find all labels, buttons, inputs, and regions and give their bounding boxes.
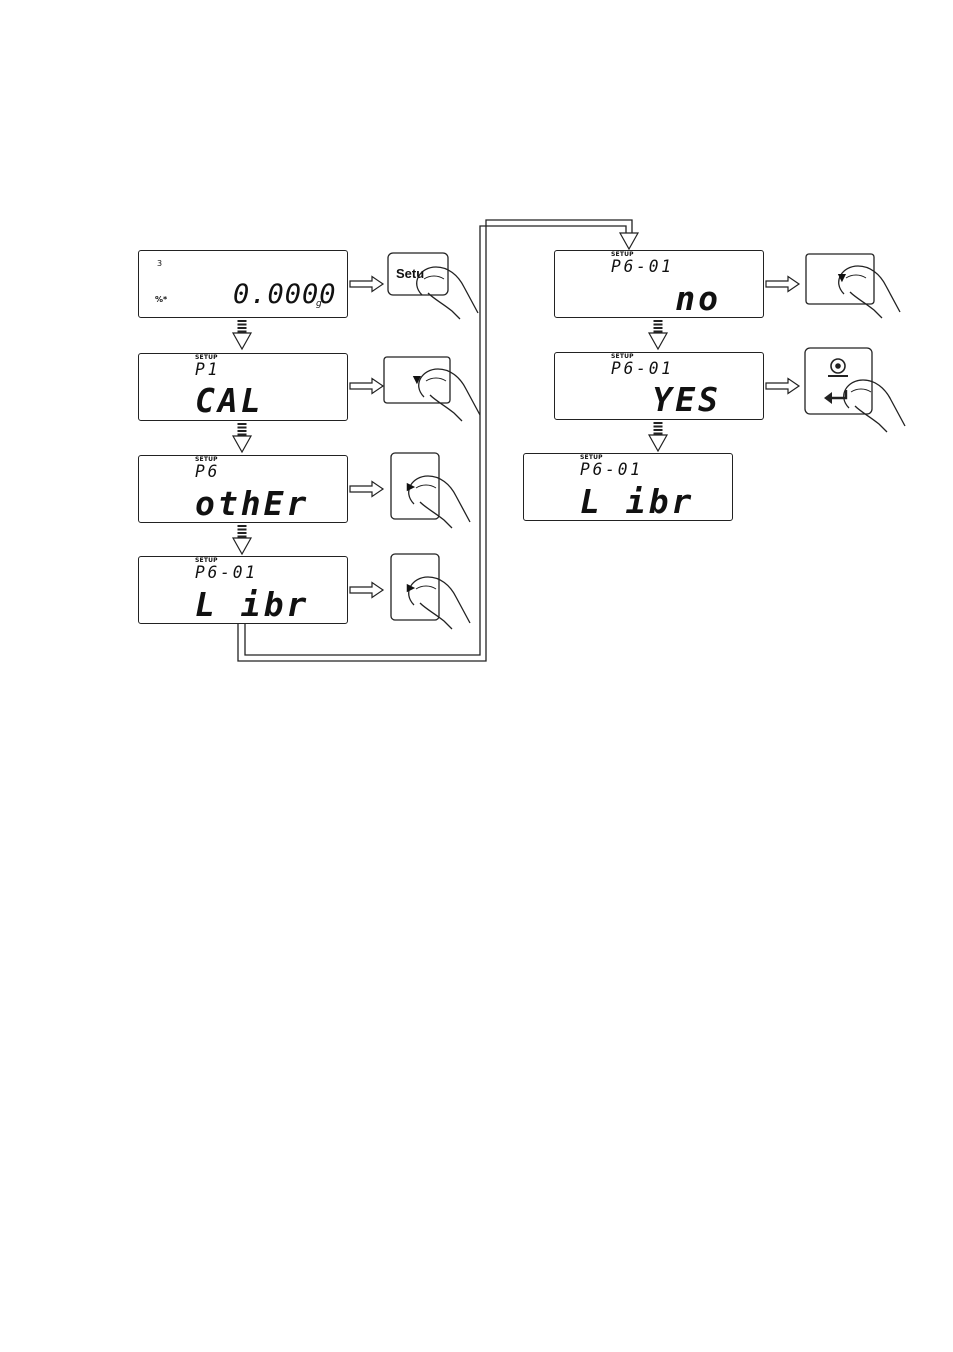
down-arrow-icon: ▼: [410, 371, 424, 387]
right-arrow-icon: ►: [404, 579, 418, 595]
down-arrow-1: [233, 320, 251, 349]
display-libr-b: SETUP P6-01 L ibr: [523, 453, 733, 521]
home-icon-small-label: 3: [157, 259, 162, 268]
down-key-1: [384, 357, 480, 421]
right-arrow-6: [766, 379, 799, 394]
display-no: SETUP P6-01 no: [554, 250, 764, 318]
right-arrow-1: [350, 277, 383, 292]
down-key-2: [806, 254, 900, 318]
down-arrow-4: [649, 320, 667, 349]
right-arrow-5: [766, 277, 799, 292]
menu-code: P6-01: [195, 563, 258, 583]
right-key-2: [391, 554, 470, 629]
menu-code: P6-01: [611, 257, 674, 277]
right-arrow-4: [350, 583, 383, 598]
down-arrow-2: [233, 423, 251, 452]
menu-value: CAL: [195, 384, 264, 417]
menu-code: P6-01: [611, 359, 674, 379]
menu-code: P6: [195, 462, 220, 482]
home-weight-unit: g: [316, 299, 322, 309]
display-home: 3 %* 0.0000 g: [138, 250, 348, 318]
menu-value: YES: [652, 383, 721, 416]
home-icon-percent-label: %*: [155, 295, 167, 304]
menu-code: P6-01: [580, 460, 643, 480]
menu-value: no: [675, 282, 721, 315]
right-arrow-2: [350, 379, 383, 394]
down-arrow-5: [649, 422, 667, 451]
display-yes: SETUP P6-01 YES: [554, 352, 764, 420]
right-key-1: [391, 453, 470, 528]
display-libr-a: SETUP P6-01 L ibr: [138, 556, 348, 624]
connector-arrow-head: [620, 233, 638, 249]
display-cal: SETUP P1 CAL: [138, 353, 348, 421]
menu-value: L ibr: [580, 485, 694, 518]
menu-value: L ibr: [195, 588, 309, 621]
display-other: SETUP P6 othEr: [138, 455, 348, 523]
menu-value: othEr: [195, 487, 309, 520]
right-arrow-3: [350, 482, 383, 497]
right-arrow-icon: ►: [404, 478, 418, 494]
menu-code: P1: [195, 360, 220, 380]
enter-key: [805, 348, 905, 432]
setup-key-label: Setu: [396, 266, 424, 281]
down-arrow-icon: ▼: [835, 269, 849, 285]
down-arrow-3: [233, 525, 251, 554]
setup-key: [388, 253, 478, 319]
